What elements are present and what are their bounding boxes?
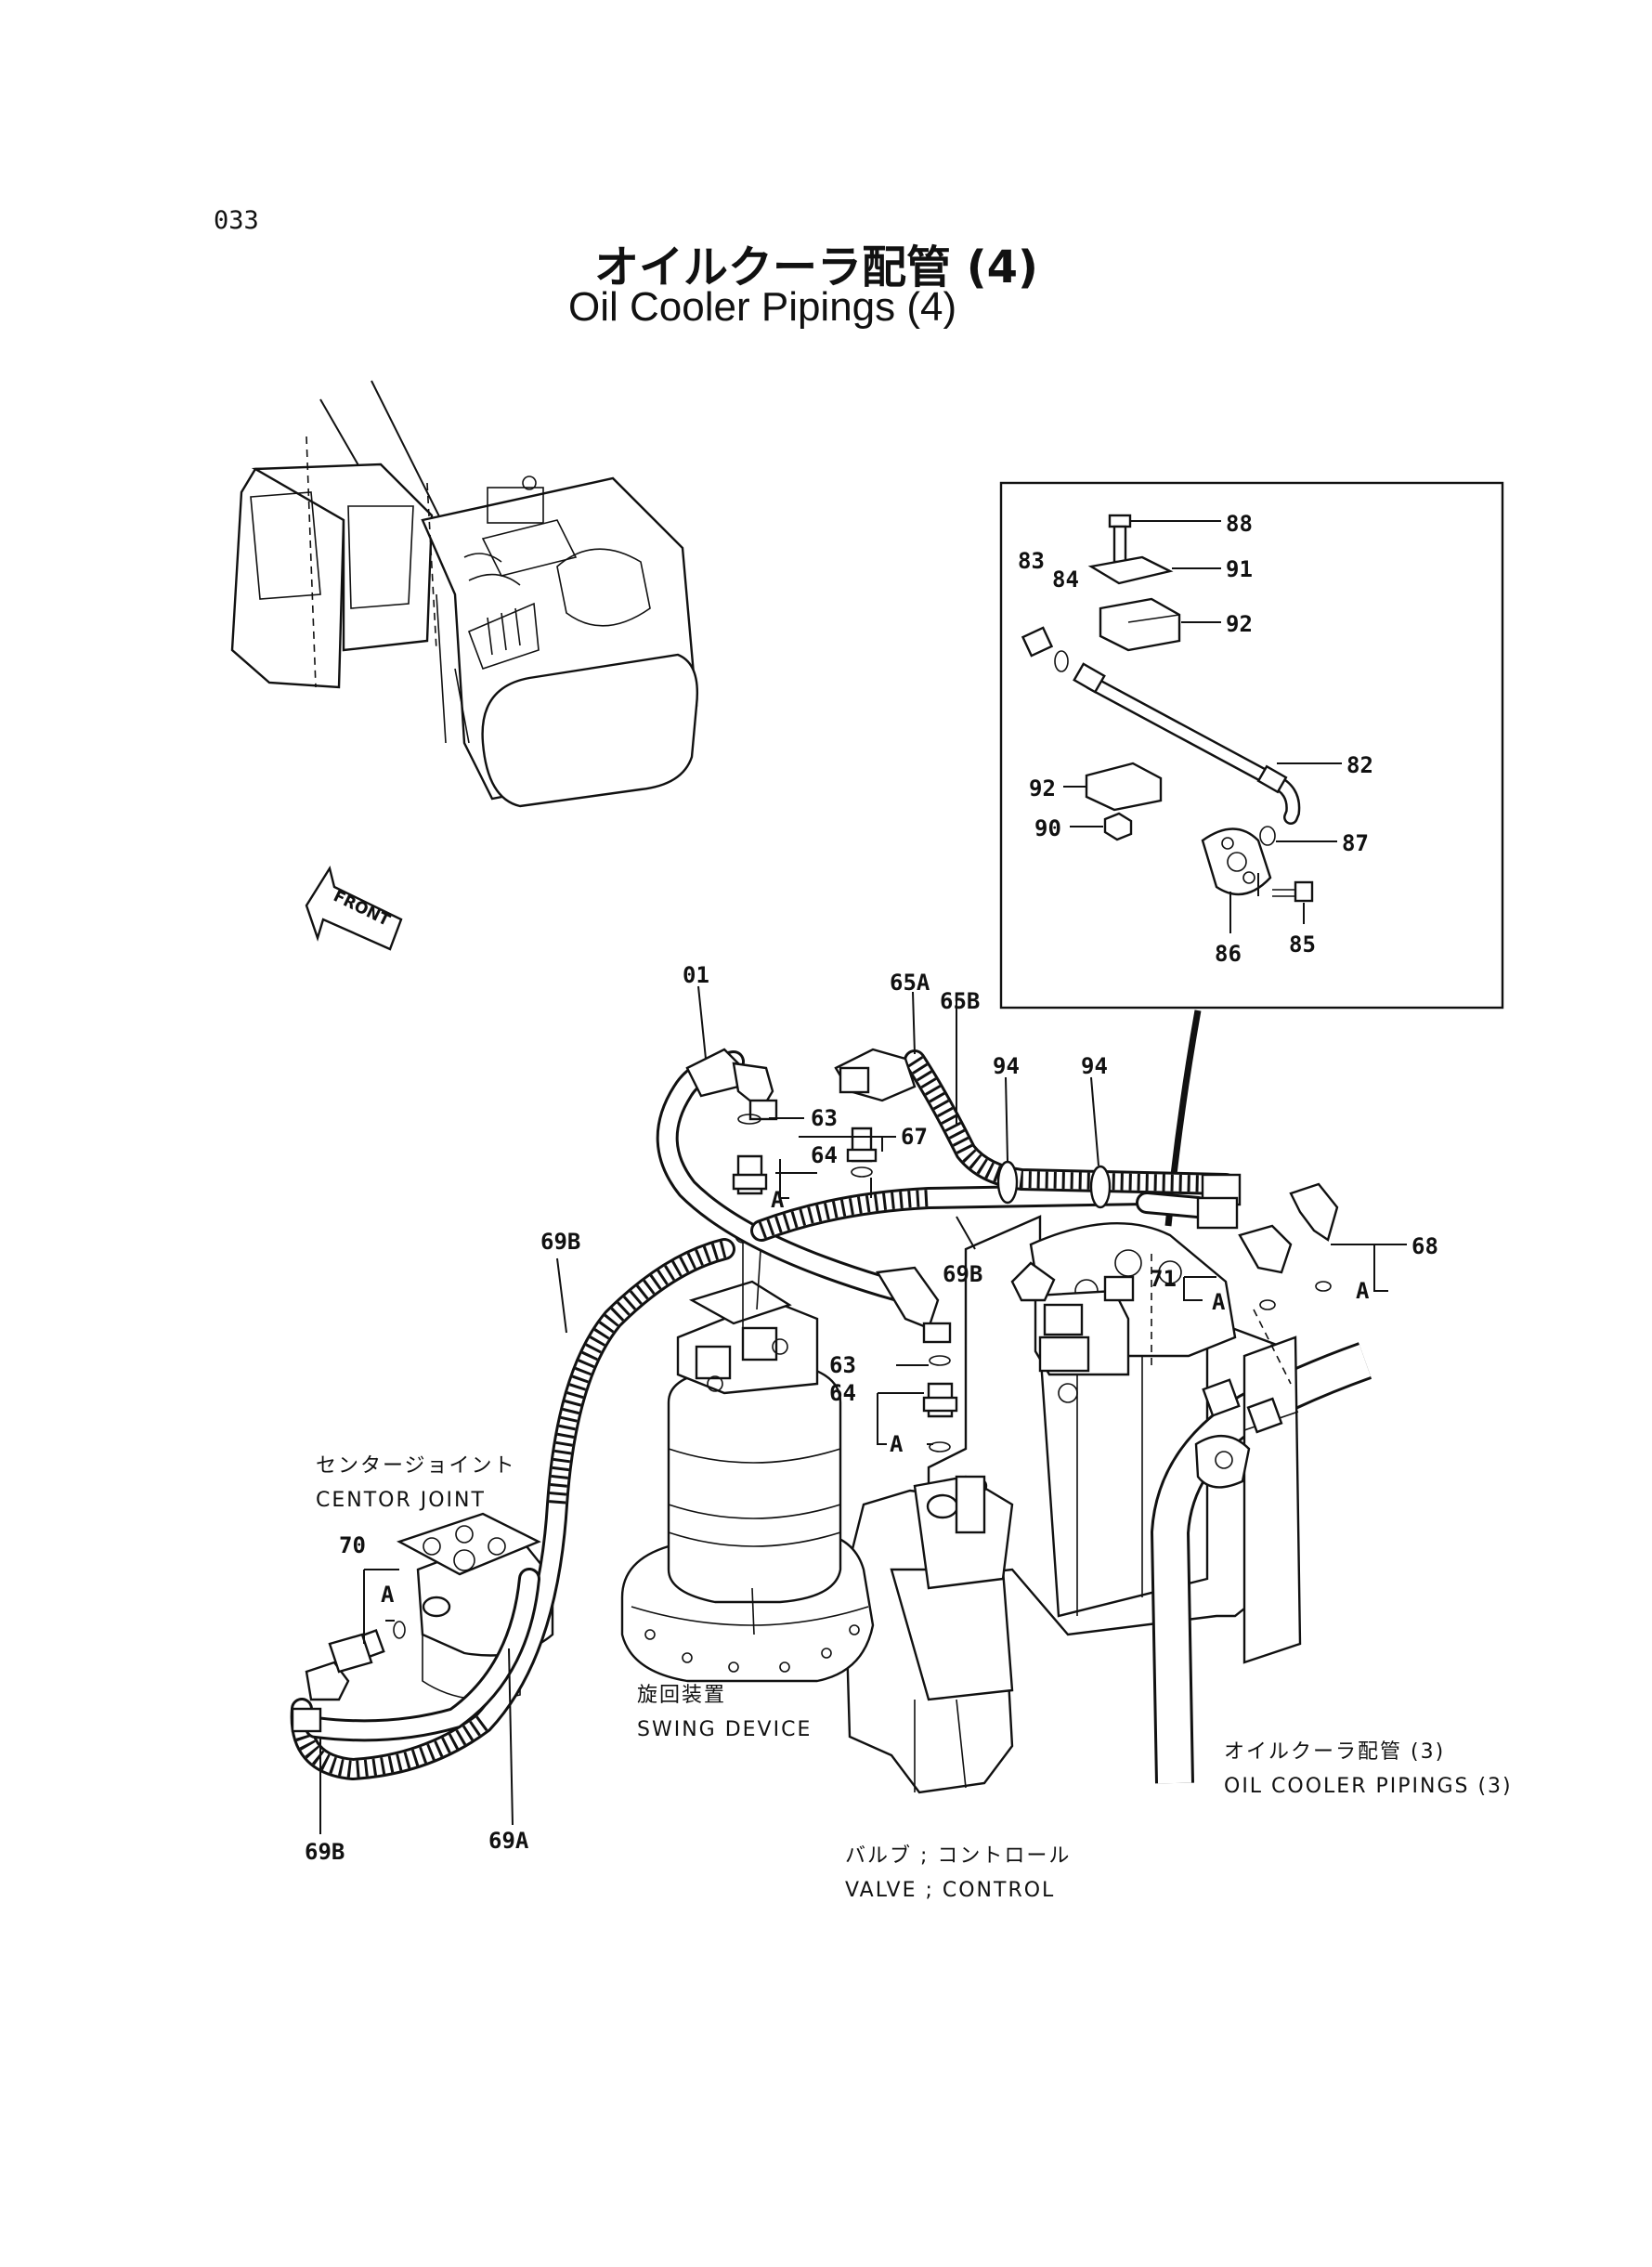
inset-label-91: 91 [1226, 556, 1253, 582]
callout-63-upper: 63 [811, 1105, 838, 1131]
inset-label-90: 90 [1034, 815, 1061, 841]
inset-label-82: 82 [1346, 752, 1373, 778]
callout-67: 67 [901, 1124, 928, 1150]
callout-69b-mid: 69B [943, 1261, 982, 1287]
callout-65a: 65A [890, 970, 930, 996]
callout-a-68: A [1356, 1278, 1370, 1304]
caption-control-valve-english: VALVE ; CONTROL [845, 1879, 1055, 1902]
detail-inset: 88 91 92 83 84 82 92 90 87 85 86 [999, 481, 1504, 1010]
caption-swing-device-english: SWING DEVICE [637, 1718, 812, 1741]
callout-94-right: 94 [1081, 1053, 1108, 1079]
callout-64-lower: 64 [829, 1380, 856, 1406]
callout-a-lower: A [890, 1431, 904, 1457]
callout-69a: 69A [488, 1828, 529, 1854]
excavator-overview [230, 380, 698, 808]
callout-65b: 65B [940, 988, 980, 1014]
caption-oil-cooler-pipings-japanese: オイルクーラ配管 (3) [1224, 1740, 1445, 1764]
swing-device-drawing [620, 1227, 875, 1683]
callout-69b-bottom: 69B [305, 1839, 345, 1865]
callout-a-71: A [1212, 1289, 1226, 1315]
caption-swing-device-japanese: 旋回装置 [637, 1684, 726, 1707]
inset-label-84: 84 [1052, 567, 1079, 593]
captions: センタージョイント CENTOR JOINT 旋回装置 SWING DEVICE… [316, 1454, 1513, 1902]
control-valve-drawing [843, 1215, 1372, 1794]
leader-lines [319, 985, 1407, 1834]
callout-01: 01 [683, 962, 709, 988]
callout-63-lower: 63 [829, 1352, 856, 1378]
inset-label-83: 83 [1018, 548, 1045, 574]
callout-a-upper: A [771, 1187, 785, 1213]
caption-oil-cooler-pipings-english: OIL COOLER PIPINGS (3) [1224, 1775, 1513, 1798]
callout-69b-top: 69B [540, 1229, 580, 1255]
inset-label-87: 87 [1342, 830, 1369, 856]
inset-label-92-upper: 92 [1226, 611, 1253, 637]
page-title-english: Oil Cooler Pipings (4) [568, 284, 957, 330]
callout-71: 71 [1150, 1266, 1177, 1292]
caption-center-joint-japanese: センタージョイント [316, 1454, 516, 1478]
fittings [291, 1048, 1339, 1733]
page-code: 033 [214, 206, 259, 235]
caption-center-joint-english: CENTOR JOINT [316, 1489, 486, 1512]
callout-68: 68 [1411, 1233, 1438, 1259]
inset-label-86: 86 [1215, 941, 1242, 967]
inset-label-85: 85 [1289, 932, 1316, 958]
callout-70: 70 [339, 1532, 366, 1558]
callout-labels: 01 65A 65B 94 94 63 67 64 A 69B 69B 68 7… [305, 962, 1438, 1865]
callout-94-left: 94 [993, 1053, 1020, 1079]
callout-a-center-joint: A [381, 1582, 395, 1608]
callout-64-upper: 64 [811, 1142, 838, 1168]
inset-label-88: 88 [1226, 511, 1253, 537]
front-arrow: FRONT [305, 865, 403, 951]
caption-control-valve-japanese: バルブ ; コントロール [845, 1844, 1071, 1868]
inset-label-92-lower: 92 [1029, 775, 1056, 801]
page-title-japanese: オイルクーラ配管 (4) [594, 241, 1038, 293]
